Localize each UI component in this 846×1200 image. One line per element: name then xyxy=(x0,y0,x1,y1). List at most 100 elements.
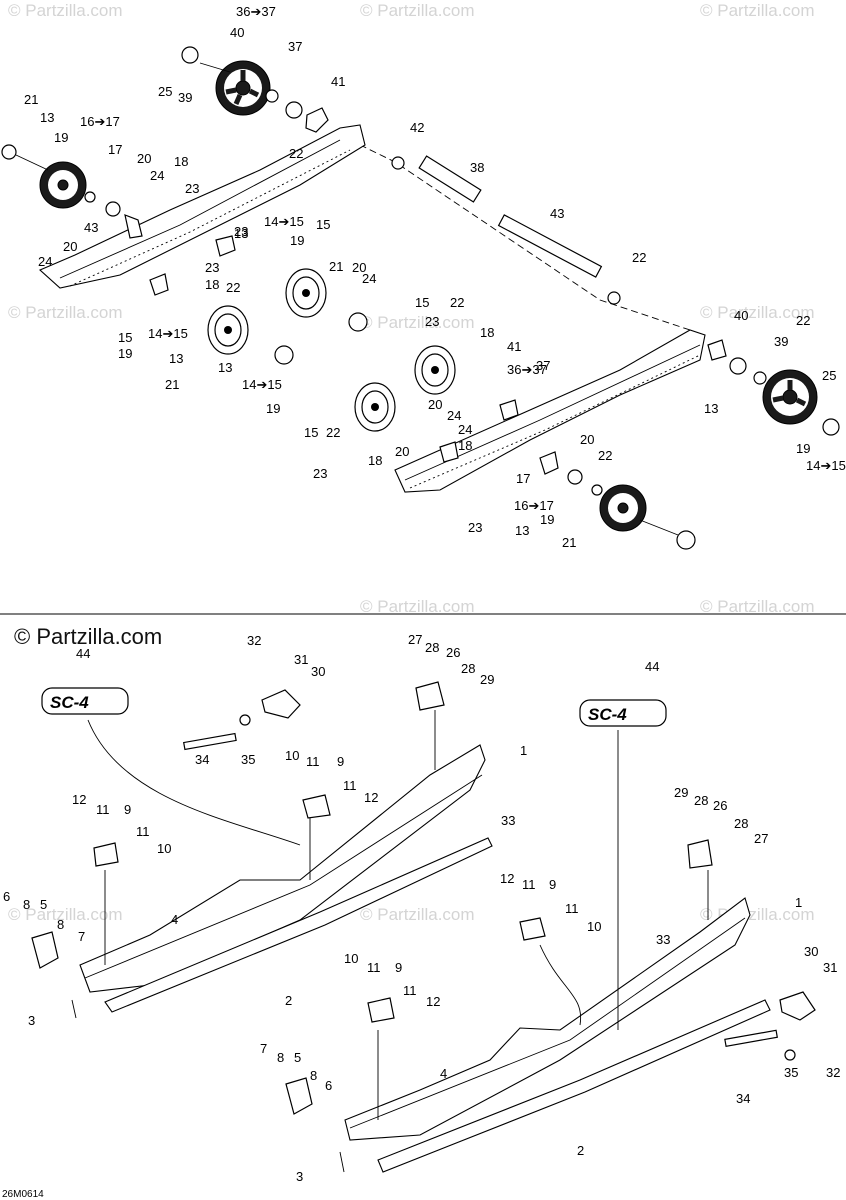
callout: 6 xyxy=(325,1078,332,1093)
logo-decal-left: SC-4 xyxy=(41,687,129,715)
callout: 9 xyxy=(337,754,344,769)
callout: 1 xyxy=(520,743,527,758)
callout: 23 xyxy=(425,314,439,329)
svg-text:SC-4: SC-4 xyxy=(588,705,627,724)
callout: 24 xyxy=(362,271,376,286)
callout: 36➔37 xyxy=(507,362,547,377)
callout: 11 xyxy=(306,754,320,769)
watermark: © Partzilla.com xyxy=(8,905,123,924)
callout: 43 xyxy=(84,220,98,235)
hub-cap xyxy=(348,312,368,332)
callout: 11 xyxy=(565,901,579,916)
callout: 29 xyxy=(674,785,688,800)
callout: 36➔37 xyxy=(236,4,276,19)
bottom-callouts: 32 31 30 27 28 26 28 29 44 35 34 1 10 11… xyxy=(3,632,840,1184)
callout: 3 xyxy=(296,1169,303,1184)
callout: 8 xyxy=(310,1068,317,1083)
callout: 21 xyxy=(165,377,179,392)
callout: 39 xyxy=(178,90,192,105)
callout: 14➔15 xyxy=(806,458,846,473)
callout: 28 xyxy=(694,793,708,808)
callout: 31 xyxy=(294,652,308,667)
callout: 19 xyxy=(54,130,68,145)
callout: 30 xyxy=(311,664,325,679)
callout: 3 xyxy=(28,1013,35,1028)
callout: 32 xyxy=(247,633,261,648)
bogie-wheel xyxy=(285,268,327,318)
callout: 26 xyxy=(713,798,727,813)
callout: 34 xyxy=(736,1091,750,1106)
callout: 27 xyxy=(754,831,768,846)
callout: 23 xyxy=(468,520,482,535)
watermark: © Partzilla.com xyxy=(360,1,475,20)
callout: 21 xyxy=(24,92,38,107)
callout: 19 xyxy=(540,512,554,527)
bracket xyxy=(687,839,713,869)
callout: 18 xyxy=(480,325,494,340)
callout: 24 xyxy=(150,168,164,183)
idler-wheel-left xyxy=(39,161,87,209)
callout: 20 xyxy=(580,432,594,447)
callout: 18 xyxy=(205,277,219,292)
callout: 11 xyxy=(343,778,357,793)
callout: 39 xyxy=(774,334,788,349)
watermark: © Partzilla.com xyxy=(8,303,123,322)
callout: 15 xyxy=(304,425,318,440)
axle-tube xyxy=(418,155,482,203)
bogie-wheel xyxy=(207,305,249,355)
callout: 18 xyxy=(458,438,472,453)
right-slider-shoe xyxy=(377,999,771,1173)
rear-suspension-top-assembly xyxy=(1,46,840,550)
callout: 16➔17 xyxy=(514,498,554,513)
callout: 35 xyxy=(241,752,255,767)
callout: 40 xyxy=(230,25,244,40)
callout: 7 xyxy=(260,1041,267,1056)
callout: 20 xyxy=(352,260,366,275)
callout: 20 xyxy=(395,444,409,459)
watermark: © Partzilla.com xyxy=(360,313,475,332)
bracket xyxy=(415,681,445,711)
callout: 37 xyxy=(288,39,302,54)
callout: 12 xyxy=(72,792,86,807)
callout: 16➔17 xyxy=(80,114,120,129)
callout: 40 xyxy=(734,308,748,323)
callout: 25 xyxy=(822,368,836,383)
idler-wheel-top-left xyxy=(215,60,271,116)
callout: 11 xyxy=(403,983,417,998)
callout: 19 xyxy=(290,233,304,248)
callout: 22 xyxy=(226,280,240,295)
callout: 13 xyxy=(515,523,529,538)
callout: 12 xyxy=(500,871,514,886)
callout: 20 xyxy=(137,151,151,166)
callout: 2 xyxy=(577,1143,584,1158)
callout: 18 xyxy=(368,453,382,468)
callout: 13 xyxy=(234,226,248,241)
watermark: © Partzilla.com xyxy=(700,1,815,20)
callout: 23 xyxy=(313,466,327,481)
callout: 44 xyxy=(645,659,659,674)
callout: 24 xyxy=(38,254,52,269)
bogie-wheel xyxy=(354,382,396,432)
callout: 29 xyxy=(480,672,494,687)
right-slide-rail xyxy=(344,897,751,1141)
svg-text:SC-4: SC-4 xyxy=(50,693,89,712)
callout: 24 xyxy=(447,408,461,423)
callout: 34 xyxy=(195,752,209,767)
callout: 11 xyxy=(136,824,150,839)
callout: 22 xyxy=(632,250,646,265)
callout: 14➔15 xyxy=(242,377,282,392)
callout: 20 xyxy=(428,397,442,412)
callout: 10 xyxy=(344,951,358,966)
callout: 43 xyxy=(550,206,564,221)
callout: 24 xyxy=(458,422,472,437)
left-slide-rail xyxy=(79,744,486,993)
callout: 19 xyxy=(796,441,810,456)
callout: 6 xyxy=(3,889,10,904)
callout: 10 xyxy=(587,919,601,934)
watermark: © Partzilla.com xyxy=(360,905,475,924)
watermark: © Partzilla.com xyxy=(700,597,815,616)
callout: 26 xyxy=(446,645,460,660)
callout: 41 xyxy=(507,339,521,354)
callout: 22 xyxy=(326,425,340,440)
left-slider-shoe xyxy=(104,837,493,1013)
